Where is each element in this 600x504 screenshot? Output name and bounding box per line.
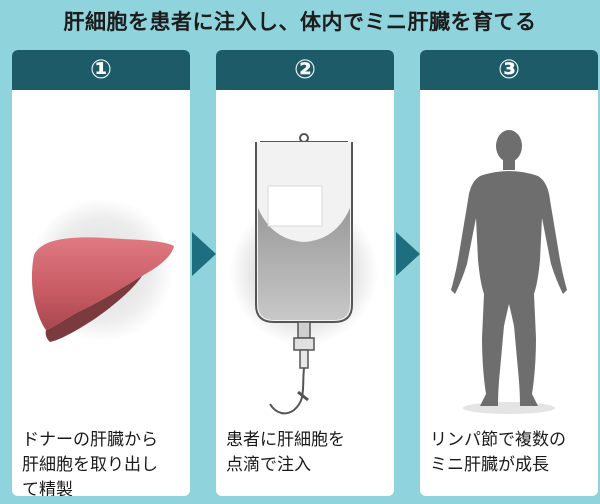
step-number-3: ③ — [420, 50, 598, 90]
liver-icon — [29, 198, 174, 342]
step-panel-3: ③ リンパ節で複数の ミニ肝臓が成長 — [420, 50, 598, 496]
step-3-line-2: ミニ肝臓が成長 — [430, 455, 549, 475]
arrow-right-icon-1 — [192, 232, 216, 276]
step-2-line-2: 点滴で注入 — [226, 455, 311, 475]
arrow-right-icon-2 — [396, 232, 420, 276]
step-description-2: 患者に肝細胞を 点滴で注入 — [226, 428, 388, 478]
step-panel-1: ① ドナーの肝臓から 肝細胞を取り出し て精製 — [12, 50, 190, 496]
step-2-line-1: 患者に肝細胞を — [226, 430, 345, 450]
step-1-line-3: て精製 — [22, 480, 73, 496]
step-panel-2: ② — [216, 50, 394, 496]
iv-bag-icon — [230, 133, 378, 415]
step-number-1: ① — [12, 50, 190, 90]
step-number-2: ② — [216, 50, 394, 90]
step-1-line-1: ドナーの肝臓から — [22, 430, 158, 450]
step-description-1: ドナーの肝臓から 肝細胞を取り出し て精製 — [22, 428, 184, 496]
diagram-title: 肝細胞を患者に注入し、体内でミニ肝臓を育てる — [63, 10, 537, 34]
step-description-3: リンパ節で複数の ミニ肝臓が成長 — [430, 428, 592, 478]
step-1-line-2: 肝細胞を取り出し — [22, 455, 158, 475]
step-3-line-1: リンパ節で複数の — [430, 430, 566, 450]
human-silhouette-icon — [451, 130, 567, 414]
